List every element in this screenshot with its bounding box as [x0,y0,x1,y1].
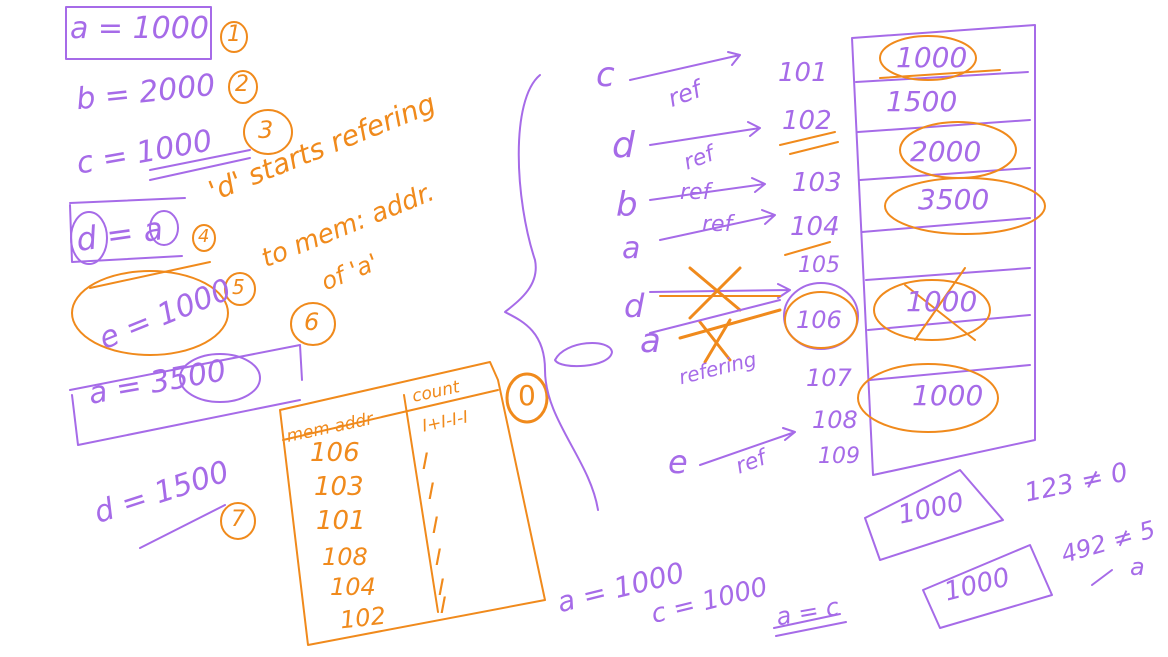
memory-cell-2: 1500 [886,85,958,118]
ref-addr-105: 105 [798,253,840,278]
ref-var-e: e [668,443,688,481]
table-row-addr-3: 101 [316,506,366,536]
step-circle-3 [243,109,293,155]
table-row-count-1: I [422,450,429,475]
memory-cell-1: 1000 [896,41,968,74]
step-label-1: 1 [227,22,241,47]
table-circled-mark: 0 [518,379,536,412]
table-row-count-2: I [428,480,435,505]
ref-var-d2: d [624,287,645,325]
table-row-addr-2: 103 [314,472,364,502]
table-row-count-4: I [435,546,442,571]
table-row-count-3: I [432,514,439,539]
step-label-3: 3 [258,116,274,144]
memory-cell-5: 1000 [906,285,978,318]
circle-cell-1000 [879,35,977,81]
ref-var-b: b [616,185,638,225]
step-circle-6 [290,302,336,346]
ref-addr-109: 109 [818,444,860,469]
ref-addr-101: 101 [778,58,828,88]
ref-addr-106: 106 [796,306,842,334]
step-circle-2 [228,70,258,104]
circle-e-1000 [71,270,229,356]
ref-addr-107: 107 [806,364,852,392]
ref-label-a: ref [702,212,733,237]
step-circle-4 [192,224,216,252]
step-label-2: 2 [235,72,249,97]
table-row-count-5: I [438,576,445,601]
step-circle-1 [220,21,248,53]
step-circle-5 [224,272,256,306]
table-outline [279,361,546,646]
memory-cell-6: 1000 [912,379,984,412]
table-row-addr-5: 104 [330,573,376,601]
table-row-addr-1: 106 [310,438,360,468]
ref-label-b: ref [680,180,711,205]
step-label-5: 5 [232,275,245,299]
memory-cell-3: 2000 [910,135,982,168]
memory-column [851,24,1036,476]
step-label-4: 4 [198,226,210,247]
ref-var-a: a [622,231,641,266]
circle-cell-1000-e [857,363,999,433]
ref-var-c: c [596,55,615,95]
curly-brace [504,74,599,511]
step-label-6: 6 [304,308,320,336]
circle-cell-3500 [884,177,1046,235]
box-a-1000 [65,6,212,60]
step-label-7: 7 [231,507,245,532]
ref-addr-104: 104 [790,212,840,242]
note-id-2-sub: a [1130,553,1145,581]
ref-addr-108: 108 [812,406,858,434]
assignment-1: a = 1000 [70,11,209,46]
ref-var-a2: a [640,321,661,361]
table-row-addr-4: 108 [322,543,368,571]
step-circle-7 [220,502,256,540]
ref-addr-102: 102 [782,106,832,136]
circle-cell-1000-crossed [873,279,991,341]
ref-var-d: d [612,125,635,166]
circle-zero [505,372,549,424]
memory-cell-4: 3500 [918,183,990,216]
table-row-addr-6: 102 [338,601,388,635]
table-row-count-6: I [440,594,447,619]
ref-addr-103: 103 [792,168,842,198]
